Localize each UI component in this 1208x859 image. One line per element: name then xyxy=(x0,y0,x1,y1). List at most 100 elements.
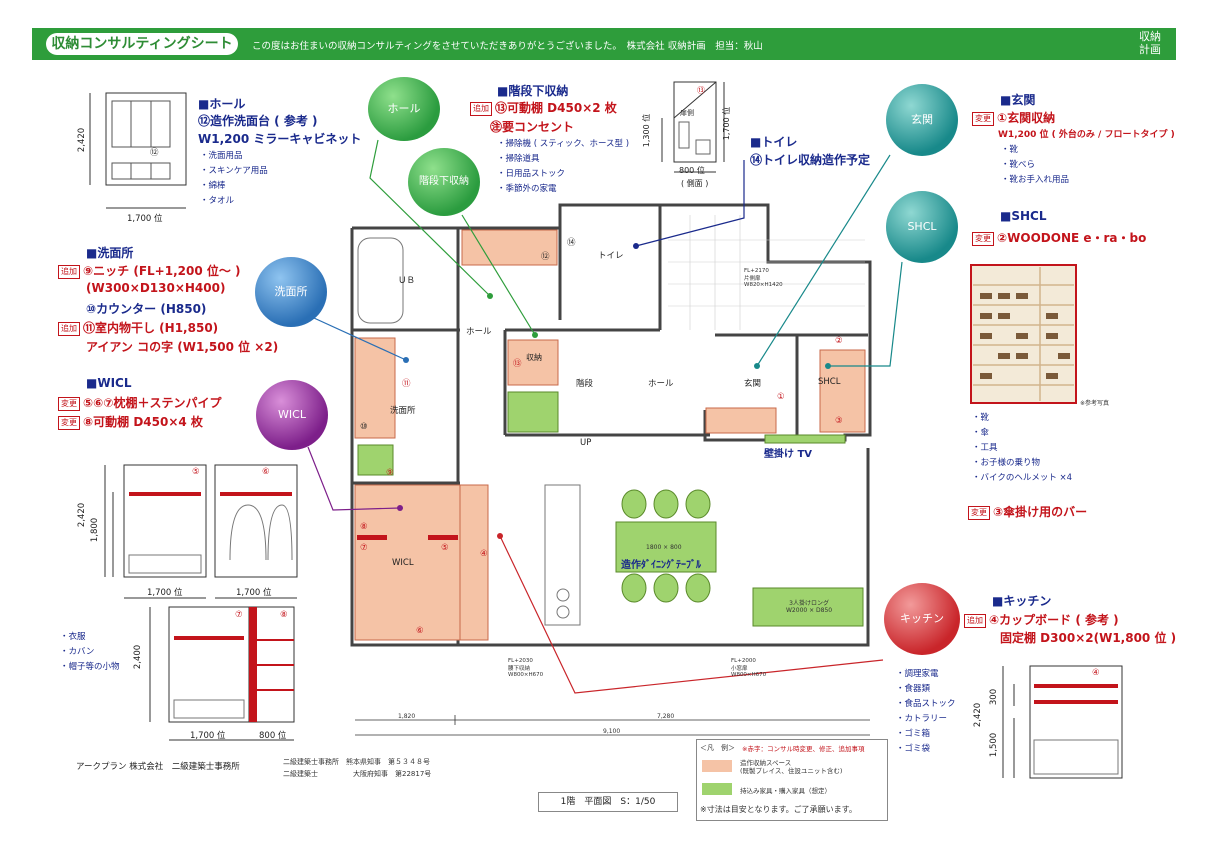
room-stair-storage: 収納 xyxy=(526,353,542,362)
plan-num-4: ④ xyxy=(480,549,488,559)
change-badge: 変更 xyxy=(972,111,994,126)
change-badge: 変更 xyxy=(58,396,80,411)
room-stair: 階段 xyxy=(576,379,594,389)
plan-scale-label: 1階 平面図 S：1/50 xyxy=(538,792,678,812)
kitchen-item: ・食品ストック xyxy=(896,699,956,709)
room-wicl: WICL xyxy=(392,558,414,568)
plan-num-3: ③ xyxy=(835,416,843,426)
header-message: この度はお住まいの収納コンサルティングをさせていただきありがとうございました。 … xyxy=(252,41,763,52)
wash-line5: アイアン コの字 (W1,500 位 ×2) xyxy=(86,340,279,354)
kitchen-title: ■キッチン xyxy=(992,594,1052,608)
wicl-num-6: ⑥ xyxy=(262,467,270,477)
company-logo: 収納 計画 xyxy=(1139,30,1161,56)
stair-title: ■階段下収納 xyxy=(497,84,569,98)
room-toilet: トイレ xyxy=(598,251,624,261)
add-badge: 追加 xyxy=(470,101,492,116)
shcl-item: ・工具 xyxy=(972,443,998,453)
circle-shcl: SHCL xyxy=(886,191,958,263)
stair-item: ・掃除道具 xyxy=(497,154,540,164)
wicl-num-5: ⑤ xyxy=(192,467,200,477)
hall-items: ・洗面用品 ・スキンケア用品 ・綿棒 ・タオル xyxy=(200,149,268,209)
stair-items: ・掃除機 ( スティック、ホース型 ) ・掃除道具 ・日用品ストック ・季節外の… xyxy=(497,137,629,197)
fl-note-3: FL+2000 小窓扉 W800×H670 xyxy=(731,658,767,678)
genkan-title: ■玄関 xyxy=(1000,93,1036,107)
legend-title: ＜凡 例＞ xyxy=(700,744,735,752)
legend-row-furniture: 持込み家具・購入家具（想定） xyxy=(740,787,831,795)
hall-line1: ⑫造作洗面台 ( 参考 ) xyxy=(198,114,318,128)
shcl-item: ・バイクのヘルメット ×4 xyxy=(972,473,1073,483)
hall-dim-width: 1,700 位 xyxy=(127,214,163,224)
plan-num-1: ① xyxy=(777,392,785,402)
wicl-title: ■WICL xyxy=(86,376,132,390)
wash-line2: (W300×D130×H400) xyxy=(86,281,226,295)
stair-line2: ㊟要コンセント xyxy=(490,120,575,134)
footer-reg2: 二級建築士 大阪府知事 第22817号 xyxy=(283,770,432,778)
kitchen-item: ・ゴミ箱 xyxy=(896,729,931,739)
genkan-item: ・靴べら xyxy=(1001,160,1036,170)
plan-num-7: ⑦ xyxy=(360,543,368,553)
stair-door-label: 扉側 xyxy=(680,109,694,117)
add-badge: 追加 xyxy=(58,321,80,336)
sofa-label: 3人掛けロング W2000 × D850 xyxy=(786,600,833,614)
legend-row-storage: 造作収納スペース (既製プレイス、住設ユニット含む) xyxy=(740,759,843,775)
sheet-title: 収納コンサルティングシート xyxy=(46,33,238,55)
shcl-photo-note: ※参考写真 xyxy=(1080,400,1110,407)
wicl-elevation-drawings xyxy=(104,464,298,741)
shcl-title: ■SHCL xyxy=(1000,209,1047,223)
change-badge: 変更 xyxy=(968,505,990,520)
hall-line2: W1,200 ミラーキャビネット xyxy=(198,132,362,146)
change-badge: 変更 xyxy=(58,415,80,430)
circle-stair-storage: 階段下収納 xyxy=(408,148,480,216)
circle-genkan: 玄関 xyxy=(886,84,958,156)
stair-dim-h1: 1,300 位 xyxy=(642,113,652,148)
room-hall2: ホール xyxy=(648,379,674,389)
kitchen-item: ・調理家電 xyxy=(896,669,939,679)
wash-title: ■洗面所 xyxy=(86,246,134,260)
room-hall1: ホール xyxy=(466,327,492,337)
toilet-line1: ⑭トイレ収納造作予定 xyxy=(750,153,871,167)
dining-table-label: 造作ﾀﾞｲﾆﾝｸﾞﾃｰﾌﾞﾙ xyxy=(621,560,701,571)
dim-9100: 9,100 xyxy=(603,728,621,735)
dining-table-size: 1800 × 800 xyxy=(646,544,682,551)
plan-num-11: ⑪ xyxy=(402,379,411,389)
kitchen-dim-h3: 1,500 xyxy=(989,732,1000,758)
kitchen-item: ・カトラリー xyxy=(896,714,948,724)
hall-item: ・タオル xyxy=(200,196,235,206)
room-genkan: 玄関 xyxy=(744,379,762,389)
plan-num-6: ⑥ xyxy=(416,626,424,636)
plan-num-12: ⑫ xyxy=(541,252,550,262)
room-washroom: 洗面所 xyxy=(390,406,416,416)
circle-kitchen: キッチン xyxy=(884,583,960,655)
shcl-photo xyxy=(970,264,1077,404)
kitchen-number: ④ xyxy=(1092,668,1100,678)
stair-dim-h2: 1,700 位 xyxy=(722,106,732,141)
stair-item: ・掃除機 ( スティック、ホース型 ) xyxy=(497,139,630,149)
shcl-item: ・お子様の乗り物 xyxy=(972,458,1041,468)
kitchen-item: ・ゴミ袋 xyxy=(896,744,931,754)
wicl-dim-h1: 2,420 xyxy=(77,502,88,528)
wicl-item: ・帽子等の小物 xyxy=(60,662,120,672)
dim-7280: 7,280 xyxy=(657,713,675,720)
shcl-items: ・靴 ・傘 ・工具 ・お子様の乗り物 ・バイクのヘルメット ×4 xyxy=(972,411,1072,486)
legend-box xyxy=(696,739,888,821)
dim-1820: 1,820 xyxy=(398,713,416,720)
wicl-dim-w4: 800 位 xyxy=(259,731,287,741)
hall-item: ・スキンケア用品 xyxy=(200,166,268,176)
genkan-line2: W1,200 位 ( 外台のみ / フロートタイプ ) xyxy=(998,130,1175,140)
plan-num-2: ② xyxy=(835,336,843,346)
wicl-num-7: ⑦ xyxy=(235,610,243,620)
stair-elevation-drawing xyxy=(661,81,725,173)
legend-footnote: ※寸法は目安となります。ご了承願います。 xyxy=(700,805,857,814)
shcl-item: ・傘 xyxy=(972,428,990,438)
genkan-items: ・靴 ・靴べら ・靴お手入れ用品 xyxy=(1001,143,1069,188)
wash-line3: ⑩カウンター (H850) xyxy=(86,302,207,316)
stair-item: ・日用品ストック xyxy=(497,169,566,179)
tv-label: 壁掛け TV xyxy=(764,449,813,460)
